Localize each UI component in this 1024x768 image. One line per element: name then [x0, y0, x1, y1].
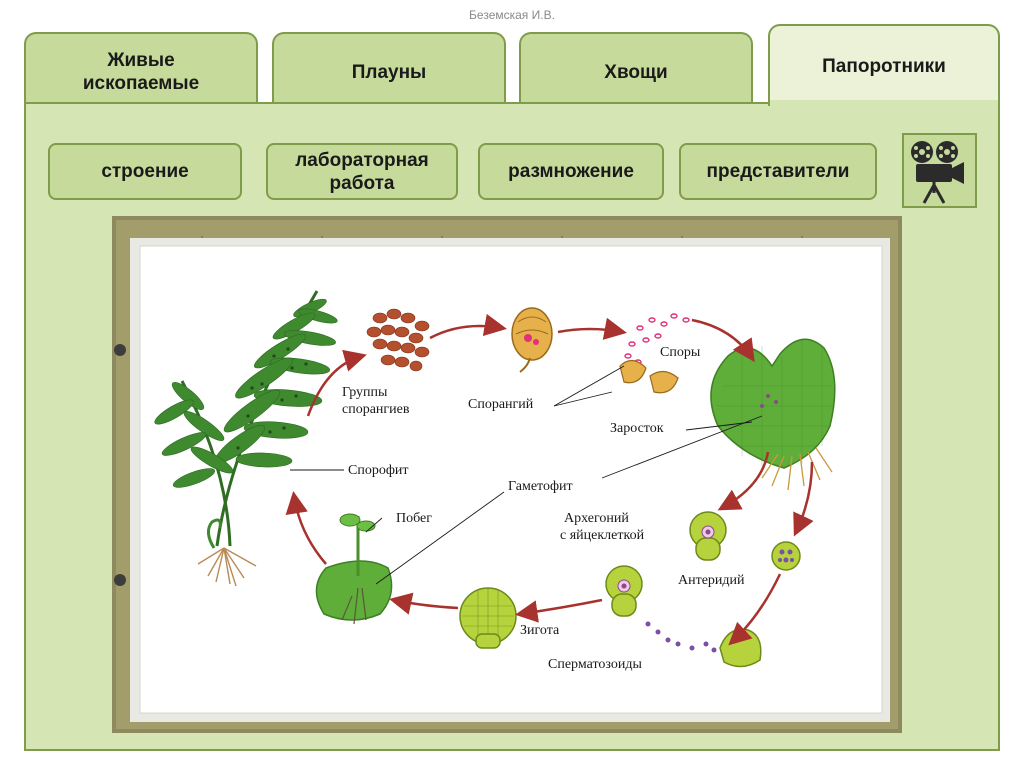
sporangia-groups — [366, 308, 430, 372]
sporangium — [511, 307, 553, 373]
tab-horsetails[interactable]: Хвощи — [519, 32, 753, 110]
video-button[interactable] — [902, 133, 977, 208]
label-sporangia-groups-2: спорангиев — [342, 402, 410, 417]
label-sporangia-groups-1: Группы — [342, 385, 388, 400]
label-spores: Споры — [660, 345, 701, 360]
life-cycle-frame: Группы спорангиев Спорангий Споры Зарост… — [112, 216, 902, 733]
label-shoot: Побег — [396, 511, 432, 526]
label-archegonium-2: с яйцеклеткой — [560, 528, 645, 543]
structure-button[interactable]: строение — [48, 143, 242, 200]
archegonium — [689, 511, 727, 561]
label-spermatozoids: Сперматозоиды — [548, 657, 642, 672]
open-sporangia — [619, 359, 679, 394]
author-caption: Беземская И.В. — [469, 8, 555, 22]
leader-lines — [290, 365, 763, 585]
cycle-arrows — [285, 313, 814, 646]
label-antheridium: Антеридий — [678, 573, 745, 588]
active-tab-joiner — [770, 100, 998, 106]
fern-life-cycle-diagram: Группы спорангиев Спорангий Споры Зарост… — [112, 216, 902, 733]
label-gametophyte: Гаметофит — [508, 479, 573, 494]
antheridium — [771, 541, 801, 571]
reproduction-button[interactable]: размножение — [478, 143, 664, 200]
zygote — [459, 587, 517, 649]
representatives-button[interactable]: представители — [679, 143, 877, 200]
label-sporangium: Спорангий — [468, 397, 534, 412]
tab-ferns[interactable]: Папоротники — [768, 24, 1000, 106]
lab-work-button[interactable]: лабораторная работа — [266, 143, 458, 200]
spermatozoids — [645, 621, 717, 653]
label-archegonium-1: Архегоний — [564, 511, 629, 526]
label-zygote: Зигота — [520, 623, 560, 638]
archegonium-fertilization — [605, 565, 643, 617]
tab-living-fossils[interactable]: Живые ископаемые — [24, 32, 258, 110]
label-sporophyte: Спорофит — [348, 463, 409, 478]
label-prothallus: Заросток — [610, 421, 664, 436]
young-shoot — [315, 513, 393, 625]
sporophyte-fern — [154, 290, 338, 587]
prothallus — [710, 338, 836, 491]
tab-club-mosses[interactable]: Плауны — [272, 32, 506, 110]
film-camera-icon — [911, 141, 964, 204]
